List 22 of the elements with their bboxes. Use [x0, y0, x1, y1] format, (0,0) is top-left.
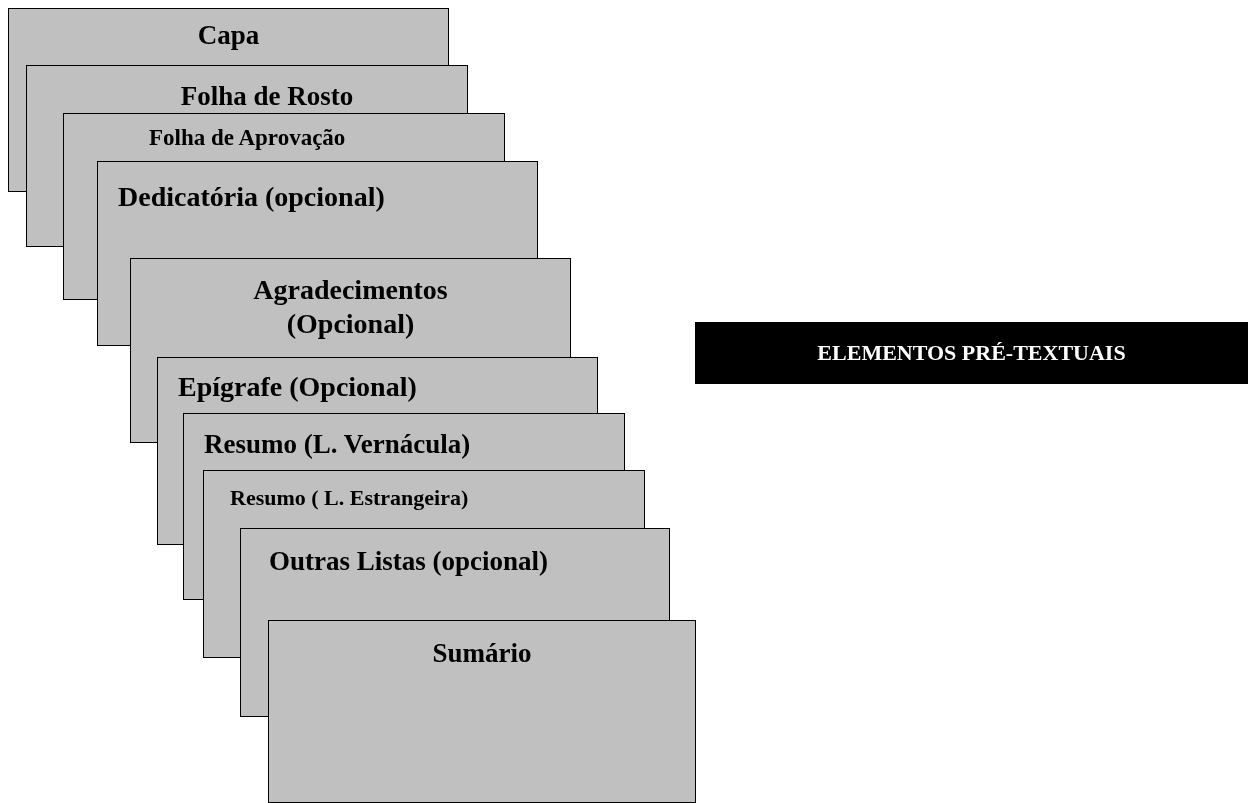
card-heading: Dedicatória (opcional)	[117, 180, 386, 214]
card-heading: Capa	[196, 19, 261, 52]
page-card	[240, 528, 670, 620]
page-card	[157, 357, 598, 413]
page-card	[8, 8, 449, 65]
card-heading: Folha de Aprovação	[148, 124, 347, 152]
page-card	[63, 113, 505, 161]
page-card	[97, 161, 538, 258]
card-heading: Resumo ( L. Estrangeira)	[229, 484, 470, 512]
page-card	[130, 258, 571, 357]
page-card	[183, 413, 625, 470]
section-banner	[695, 322, 1248, 384]
page-card	[268, 620, 696, 803]
page-card	[26, 65, 468, 113]
card-heading: Agradecimentos (Opcional)	[252, 273, 449, 341]
card-heading: Sumário	[431, 637, 533, 670]
page-card	[203, 470, 645, 528]
card-heading: Folha de Rosto	[179, 80, 355, 113]
banner-title: ELEMENTOS PRÉ-TEXTUAIS	[817, 339, 1126, 367]
card-heading: Resumo (L. Vernácula)	[203, 428, 472, 461]
card-heading: Outras Listas (opcional)	[268, 545, 550, 578]
card-heading: Epígrafe (Opcional)	[177, 370, 418, 404]
